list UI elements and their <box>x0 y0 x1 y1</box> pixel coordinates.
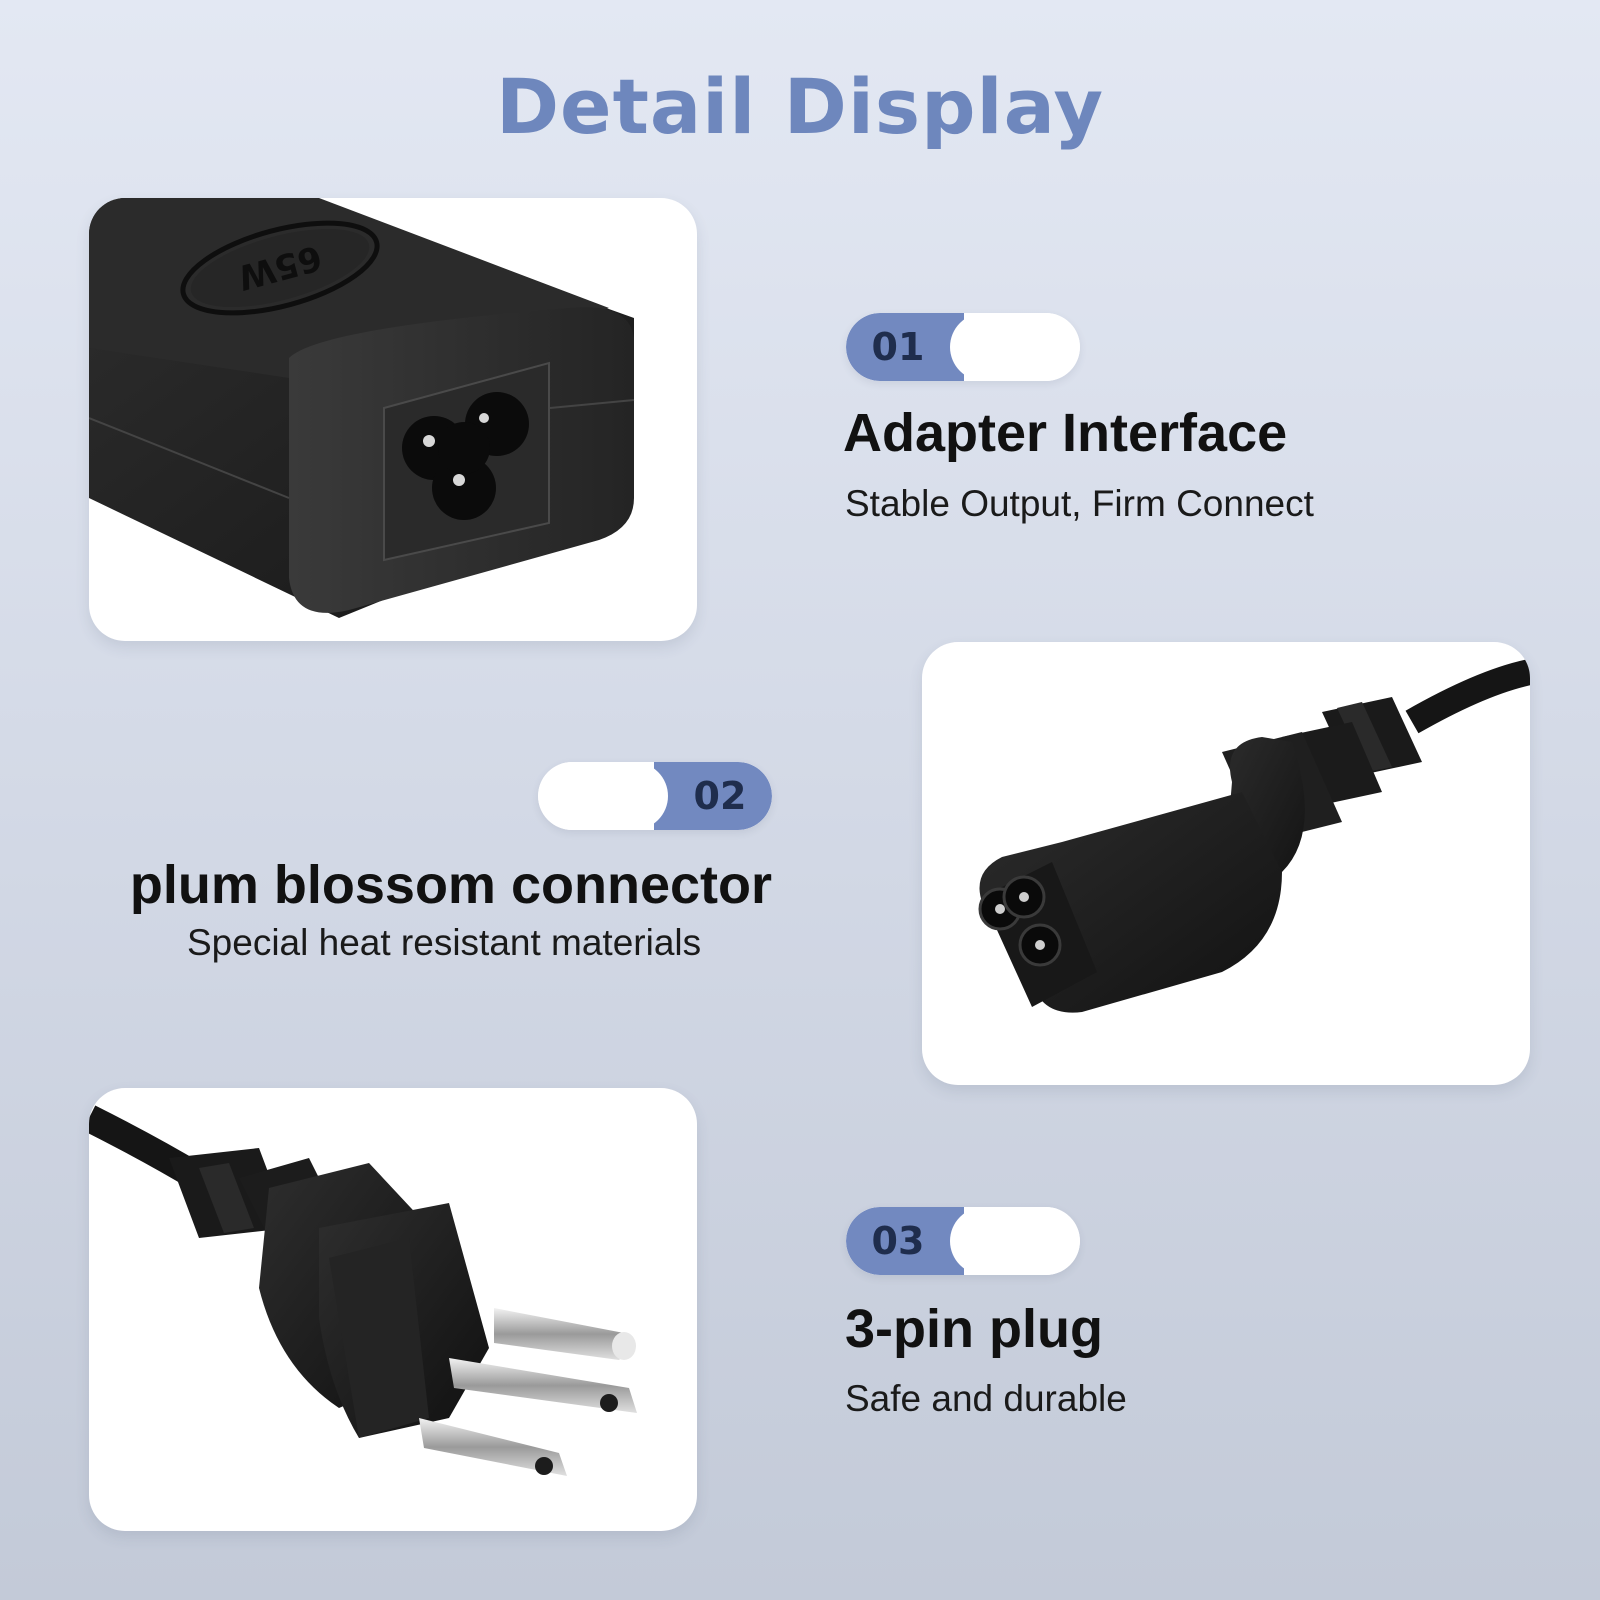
page-title: Detail Display <box>495 62 1105 151</box>
feature-number: 03 <box>846 1207 964 1275</box>
feature-subtitle-adapter-interface: Stable Output, Firm Connect <box>845 483 1314 524</box>
feature-heading-3-pin-plug: 3-pin plug <box>845 1299 1103 1359</box>
adapter-image-card: 65W <box>89 198 697 641</box>
us-3-pin-plug-icon <box>89 1105 637 1476</box>
feature-number-badge-01: 01 <box>846 313 1080 381</box>
power-adapter-icon: 65W <box>89 198 635 618</box>
c5-cloverleaf-connector-icon <box>978 659 1530 1013</box>
plug-image-card <box>89 1088 697 1531</box>
feature-number-badge-03: 03 <box>846 1207 1080 1275</box>
connector-image-card <box>922 642 1530 1085</box>
feature-number: 01 <box>846 313 964 381</box>
feature-subtitle-3-pin-plug: Safe and durable <box>845 1378 1127 1419</box>
feature-heading-plum-blossom-connector: plum blossom connector <box>129 855 772 915</box>
feature-heading-adapter-interface: Adapter Interface <box>843 403 1288 463</box>
feature-number: 02 <box>654 762 772 830</box>
feature-number-badge-02: 02 <box>538 762 772 830</box>
feature-subtitle-plum-blossom-connector: Special heat resistant materials <box>187 922 702 963</box>
